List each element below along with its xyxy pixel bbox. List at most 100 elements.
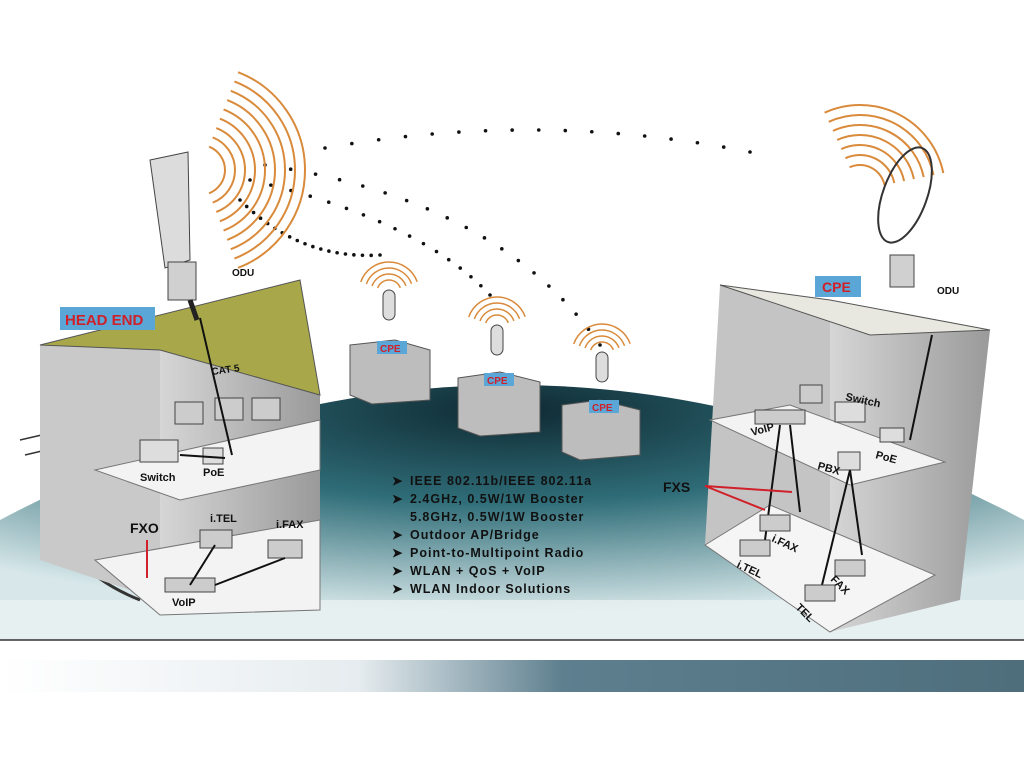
link-dot — [547, 284, 551, 288]
head-end-odu-label: ODU — [232, 268, 254, 279]
link-dot — [313, 172, 318, 176]
link-dot — [244, 204, 249, 209]
bullet-arrow-icon: ➤ — [392, 546, 403, 560]
cpe-label-box-2 — [484, 373, 514, 386]
link-dot — [434, 249, 439, 254]
link-dot — [323, 146, 327, 150]
head-end-building — [39, 151, 321, 616]
link-dot — [295, 238, 300, 243]
signal-wave — [237, 71, 306, 269]
signal-wave — [215, 127, 246, 213]
link-dot — [393, 226, 397, 231]
head-end-poe-label: PoE — [203, 467, 224, 479]
feature-item: WLAN + QoS + VoIP — [410, 564, 546, 578]
link-dot — [425, 207, 430, 211]
link-dot — [269, 183, 273, 187]
signal-wave — [212, 136, 236, 204]
link-dot — [248, 178, 252, 182]
link-dot — [483, 128, 488, 133]
link-dot — [337, 177, 342, 182]
signal-wave — [824, 104, 945, 174]
cat5-label: CAT 5 — [211, 363, 241, 378]
link-dot — [251, 210, 256, 215]
link-dot — [516, 258, 521, 263]
link-dot — [377, 219, 382, 224]
signal-wave — [845, 154, 896, 184]
link-dot — [303, 241, 307, 246]
feature-item: Outdoor AP/Bridge — [410, 528, 540, 542]
link-dot — [404, 198, 409, 203]
feature-item: WLAN Indoor Solutions — [410, 582, 571, 596]
signal-wave — [468, 296, 526, 318]
link-dot — [361, 213, 366, 217]
feature-list: ➤ IEEE 802.11b/IEEE 802.11a ➤ 2.4GHz, 0.5W/… — [392, 474, 592, 596]
link-dot — [258, 216, 263, 220]
link-dot — [360, 253, 365, 258]
footer-band — [0, 660, 1024, 692]
link-dot — [532, 271, 536, 275]
fxo-label: FXO — [130, 520, 159, 536]
bullet-arrow-icon: ➤ — [392, 564, 403, 578]
signal-wave — [473, 302, 521, 320]
link-dot — [598, 343, 602, 347]
head-end-switch-label: Switch — [140, 472, 176, 484]
link-dot — [350, 141, 354, 146]
signal-wave — [365, 267, 413, 285]
feature-item: 5.8GHz, 0.5W/1W Booster — [410, 510, 584, 524]
link-dot — [430, 132, 434, 136]
signal-wave — [479, 308, 515, 322]
link-dot — [369, 253, 373, 258]
link-dot — [360, 184, 365, 188]
link-dot — [311, 244, 315, 249]
link-dot — [642, 134, 647, 138]
link-dot — [561, 297, 565, 302]
link-dot — [563, 128, 568, 133]
signal-wave — [360, 261, 418, 283]
link-dot — [238, 198, 242, 202]
pbx-label: PBX — [816, 460, 842, 478]
bullet-arrow-icon: ➤ — [392, 528, 403, 542]
cpe-odu-label: ODU — [937, 286, 959, 297]
link-dot — [376, 137, 381, 142]
signal-wave — [836, 134, 915, 180]
link-dot — [589, 129, 594, 134]
feature-item: IEEE 802.11b/IEEE 802.11a — [410, 474, 592, 488]
link-dot — [344, 206, 349, 211]
link-dot — [574, 312, 578, 316]
signal-wave — [573, 323, 631, 345]
link-dot — [488, 293, 492, 297]
link-dot — [326, 200, 331, 204]
link-dot — [287, 235, 292, 239]
link-dot — [500, 247, 504, 251]
link-dot — [445, 216, 450, 220]
link-dot — [458, 266, 463, 270]
signal-wave — [828, 114, 935, 176]
cpe-label-box-3 — [589, 400, 619, 413]
head-end-label-box — [60, 307, 155, 330]
signal-wave — [230, 89, 286, 251]
link-dot — [695, 140, 700, 145]
feature-item: 2.4GHz, 0.5W/1W Booster — [410, 492, 584, 506]
signal-wave — [832, 124, 925, 178]
signal-wave — [589, 341, 614, 351]
link-dot — [469, 274, 473, 279]
signal-wave — [219, 117, 256, 223]
cpe-label-3: CPE — [592, 403, 613, 414]
signal-wave — [376, 279, 401, 289]
cpe-building-3 — [561, 351, 641, 461]
wireless-link-dots — [238, 128, 752, 347]
cpe-label-box-1 — [377, 341, 407, 354]
signal-wave — [849, 164, 886, 186]
link-dot — [748, 150, 752, 154]
cpe-poe-label: PoE — [874, 449, 898, 466]
cpe-building-1 — [349, 289, 431, 405]
signal-waves — [208, 71, 945, 351]
signal-wave — [371, 273, 407, 287]
link-dot — [479, 283, 483, 288]
link-dot — [482, 236, 487, 240]
signal-wave — [840, 144, 906, 182]
head-end-voip-label: VoIP — [172, 597, 196, 609]
link-dot — [510, 128, 514, 132]
link-dot — [457, 130, 461, 134]
